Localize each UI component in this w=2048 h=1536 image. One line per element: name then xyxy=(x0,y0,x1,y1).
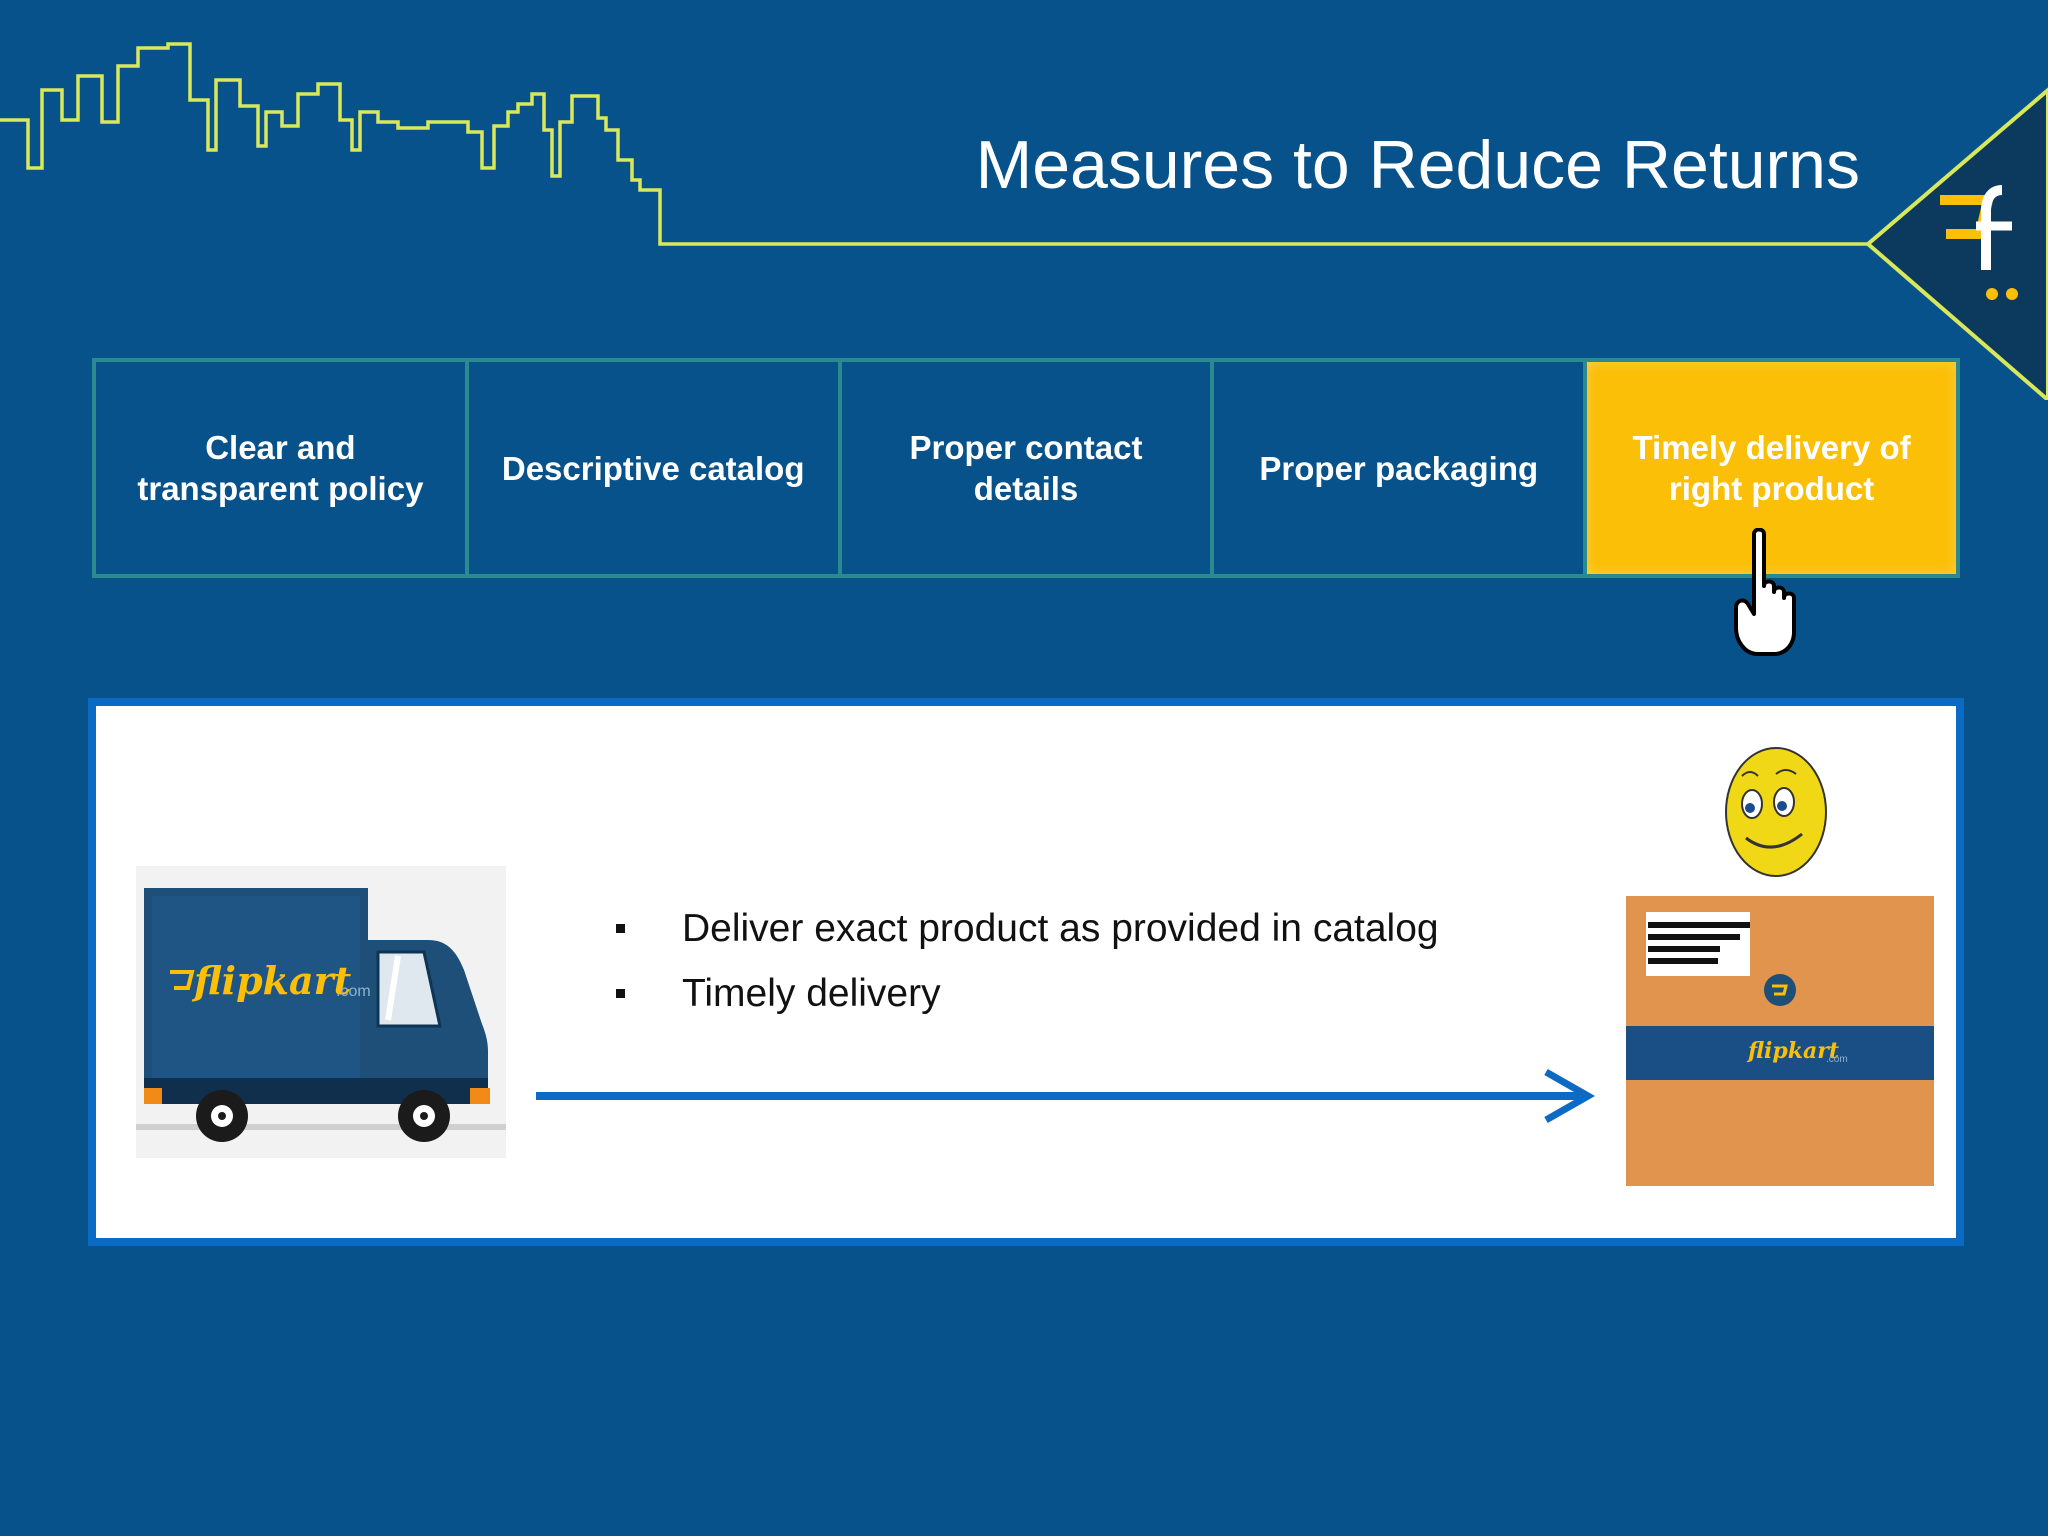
delivery-panel: flipkart .com Deliver exact product as p… xyxy=(88,698,1964,1246)
skyline-decoration xyxy=(0,42,2048,400)
measures-tabs: Clear and transparent policy Descriptive… xyxy=(92,358,1960,578)
tab-contact-details[interactable]: Proper contact details xyxy=(842,362,1215,574)
tab-descriptive-catalog[interactable]: Descriptive catalog xyxy=(469,362,842,574)
corner-badge xyxy=(1864,87,2048,400)
hand-pointer-icon xyxy=(1734,528,1796,656)
arrow-right-icon xyxy=(536,1068,1596,1124)
skyline-line xyxy=(0,42,1868,246)
tab-timely-delivery[interactable]: Timely delivery of right product xyxy=(1587,362,1956,574)
box-brand-suffix: .com xyxy=(1826,1054,1848,1065)
delivery-bullets: Deliver exact product as provided in cat… xyxy=(616,896,1439,1026)
bullet-timely-delivery: Timely delivery xyxy=(616,961,1439,1026)
flipkart-logo-icon xyxy=(1940,185,2018,300)
truck-brand-text: flipkart xyxy=(191,958,352,1003)
smiley-face-icon xyxy=(1725,747,1827,877)
bullet-exact-product: Deliver exact product as provided in cat… xyxy=(616,896,1439,961)
box-brand-text: flipkart xyxy=(1746,1038,1839,1064)
package-box: flipkart .com xyxy=(1626,896,1934,1186)
truck-brand-suffix: .com xyxy=(336,983,371,1000)
tab-proper-packaging[interactable]: Proper packaging xyxy=(1214,362,1588,574)
truck-cart-icon xyxy=(170,970,195,990)
happy-customer-illustration: flipkart .com xyxy=(1626,747,1934,1186)
slide-title: Measures to Reduce Returns xyxy=(975,127,1860,203)
delivery-truck-image: flipkart .com xyxy=(136,866,506,1158)
tab-clear-policy[interactable]: Clear and transparent policy xyxy=(96,362,469,574)
